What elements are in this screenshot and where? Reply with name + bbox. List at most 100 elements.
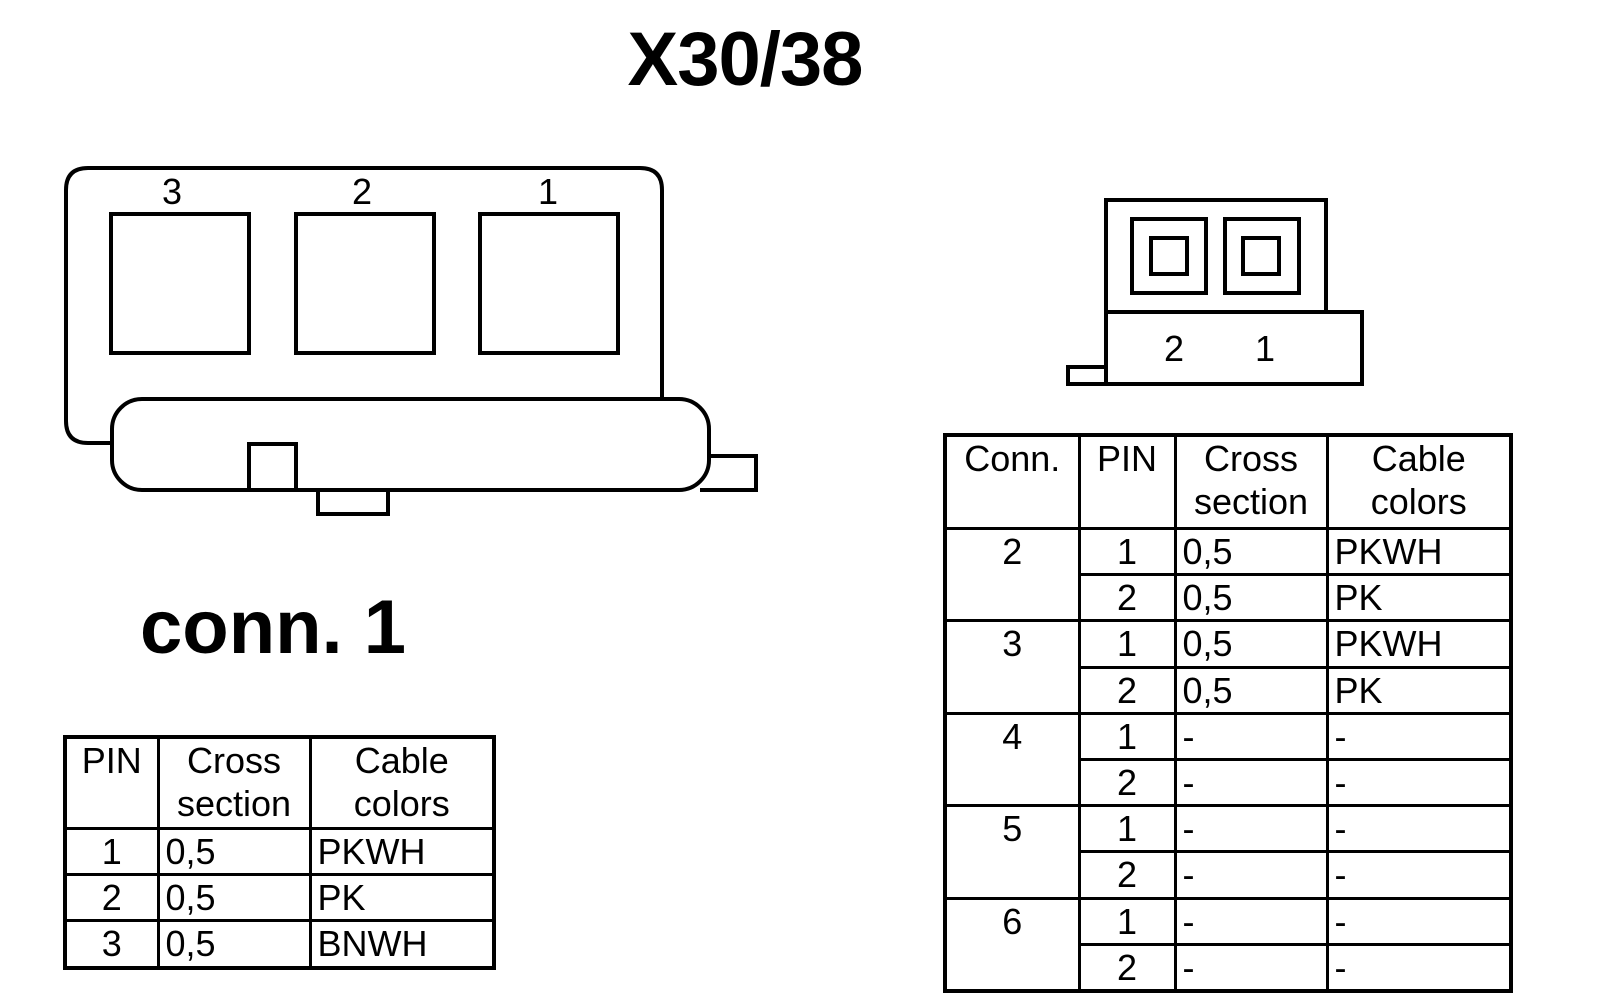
header-pin: PIN: [63, 735, 160, 830]
pin-cell: 1: [1077, 804, 1177, 854]
cable-color-cell: -: [1325, 850, 1513, 900]
conn1-connector-drawing: [64, 166, 758, 516]
pin-cell: 2: [1077, 757, 1177, 808]
cross-section-cell: -: [1173, 711, 1329, 761]
conn1-housing-outline: [64, 166, 664, 445]
header-cross-section: Cross section: [1173, 433, 1329, 530]
header-text: colors: [353, 783, 450, 825]
header-text: colors: [1370, 481, 1467, 523]
pin-cell: 1: [1077, 711, 1177, 761]
cross-section-cell: 0,5: [1173, 619, 1329, 669]
conn1-pin-2-socket: [294, 212, 436, 355]
table-row: 6 1 - -: [943, 896, 1513, 993]
x30-pin-number: 1: [1255, 328, 1275, 369]
x30-pin-number: 2: [1164, 328, 1184, 369]
pin-cell: 2: [1077, 850, 1177, 900]
x30-housing-bottom: [1104, 310, 1364, 386]
table-row: 2 - -: [945, 942, 1513, 993]
cross-section-cell: -: [1173, 850, 1329, 900]
cable-color-cell: -: [1325, 896, 1513, 946]
conn-cell: 3: [943, 619, 1081, 715]
cable-color-cell: BNWH: [308, 919, 496, 970]
conn1-latch-body: [110, 397, 711, 492]
pin-cell: 2: [1077, 942, 1177, 993]
diagram-title: X30/38: [627, 17, 864, 102]
cross-section-cell: 0,5: [156, 826, 312, 877]
pin-cell: 1: [63, 826, 160, 877]
cross-section-cell: -: [1173, 804, 1329, 854]
cross-section-cell: 0,5: [1173, 526, 1329, 577]
pin-cell: 2: [1077, 573, 1177, 623]
cable-color-cell: -: [1325, 942, 1513, 993]
x30-connector-drawing: [1066, 198, 1364, 386]
conn1-pin-3-socket: [109, 212, 251, 355]
table-header-row: Conn. PIN Cross section Cable colors: [943, 433, 1513, 530]
table-row: 3 1 0,5 PKWH: [943, 619, 1513, 715]
conn-cell: 2: [943, 526, 1081, 623]
conn1-pin-1-socket: [478, 212, 620, 355]
header-text: Cable: [1371, 438, 1466, 479]
cross-section-cell: 0,5: [156, 919, 312, 970]
x30-pin-table: Conn. PIN Cross section Cable colors 2 1…: [943, 433, 1513, 993]
conn-cell: 5: [943, 804, 1081, 900]
cross-section-cell: -: [1173, 942, 1329, 993]
table-row: 2 0,5 PK: [63, 873, 496, 923]
conn1-right-tab: [700, 454, 758, 492]
header-text: Cross: [186, 740, 281, 781]
cable-color-cell: PK: [1325, 573, 1513, 623]
conn1-pin-number: 3: [162, 171, 182, 212]
table-row: 5 1 - -: [943, 804, 1513, 900]
header-conn: Conn.: [943, 433, 1081, 530]
table-row: 2 0,5 PK: [945, 665, 1513, 715]
conn-cell: 6: [943, 896, 1081, 993]
cable-color-cell: -: [1325, 711, 1513, 761]
pin-cell: 2: [63, 873, 160, 923]
conn1-pin-number: 2: [352, 171, 372, 212]
cross-section-cell: 0,5: [156, 873, 312, 923]
x30-pin-1-outer: [1223, 217, 1301, 295]
table-row: 4 1 - -: [943, 711, 1513, 808]
cable-color-cell: PKWH: [308, 826, 496, 877]
table-row: 2 0,5 PK: [945, 573, 1513, 623]
conn1-label: conn. 1: [140, 585, 407, 670]
pin-cell: 3: [63, 919, 160, 970]
header-text: Cross: [1203, 438, 1298, 479]
x30-pin-1-inner: [1241, 236, 1281, 276]
cross-section-cell: 0,5: [1173, 573, 1329, 623]
table-row: 1 0,5 PKWH: [63, 826, 496, 877]
table-row: 2 - -: [945, 757, 1513, 808]
conn-cell: 4: [943, 711, 1081, 808]
pin-cell: 2: [1077, 665, 1177, 715]
cross-section-cell: -: [1173, 757, 1329, 808]
header-pin: PIN: [1077, 433, 1177, 530]
cable-color-cell: -: [1325, 757, 1513, 808]
pin-cell: 1: [1077, 619, 1177, 669]
x30-housing-top: [1104, 198, 1328, 314]
cable-color-cell: PK: [308, 873, 496, 923]
header-cable-colors: Cable colors: [308, 735, 496, 830]
pin-cell: 1: [1077, 896, 1177, 946]
conn1-bottom-tab: [316, 490, 390, 516]
table-row: 2 - -: [945, 850, 1513, 900]
conn1-lock-tab: [247, 442, 298, 492]
header-cross-section: Cross section: [156, 735, 312, 830]
cable-color-cell: PK: [1325, 665, 1513, 715]
pin-cell: 1: [1077, 526, 1177, 577]
header-text: Cable: [354, 740, 449, 781]
conn1-pin-number: 1: [538, 171, 558, 212]
x30-pin-2-inner: [1149, 236, 1189, 276]
header-text: section: [1193, 481, 1309, 523]
header-text: section: [176, 783, 292, 825]
table-row: 2 1 0,5 PKWH: [943, 526, 1513, 623]
table-row: 3 0,5 BNWH: [63, 919, 496, 970]
x30-pin-2-outer: [1130, 217, 1208, 295]
cross-section-cell: -: [1173, 896, 1329, 946]
cable-color-cell: PKWH: [1325, 619, 1513, 669]
x30-side-tab: [1066, 365, 1108, 386]
header-cable-colors: Cable colors: [1325, 433, 1513, 530]
table-header-row: PIN Cross section Cable colors: [63, 735, 496, 830]
cable-color-cell: -: [1325, 804, 1513, 854]
conn1-pin-table: PIN Cross section Cable colors 1 0,5 PKW…: [63, 735, 496, 970]
cable-color-cell: PKWH: [1325, 526, 1513, 577]
